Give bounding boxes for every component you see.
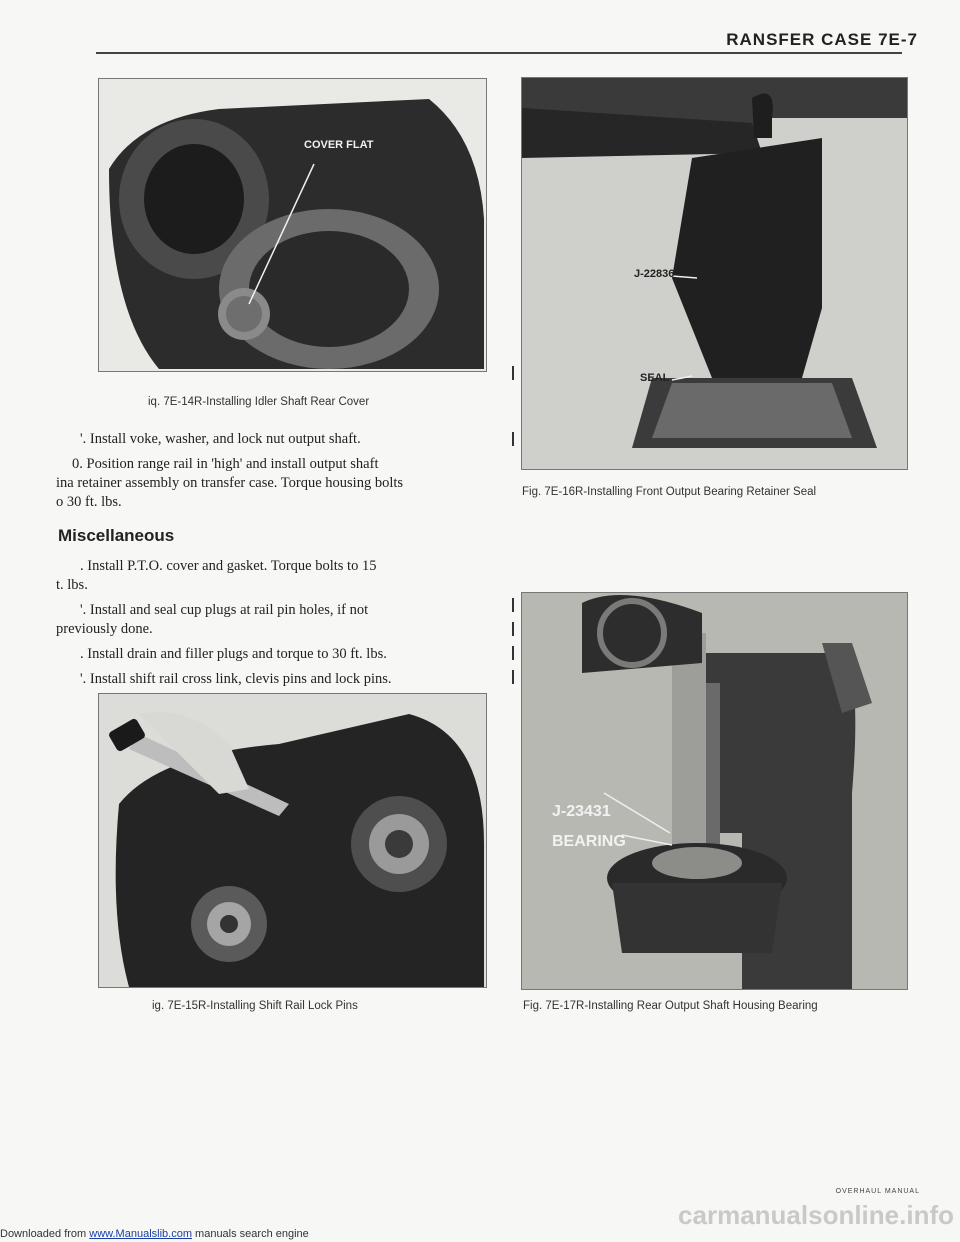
caption-fig16: Fig. 7E-16R-Installing Front Output Bear… — [522, 486, 817, 498]
download-footer: Downloaded from www.Manualslib.com manua… — [0, 1228, 309, 1240]
step-line: o 30 ft. lbs. — [56, 494, 122, 510]
manual-footer-label: OVERHAUL MANUAL — [835, 1188, 920, 1195]
figure-photo-front-seal: J-22836 SEAL — [521, 77, 908, 470]
page-header-title: RANSFER CASE 7E-7 — [726, 30, 918, 49]
step-line: . Install P.T.O. cover and gasket. Torqu… — [80, 558, 377, 574]
step-line: 0. Position range rail in 'high' and ins… — [72, 456, 379, 472]
step-line: t. lbs. — [56, 577, 88, 593]
figure-photo-shift-rail — [98, 693, 487, 988]
caption-fig15: ig. 7E-15R-Installing Shift Rail Lock Pi… — [152, 1000, 358, 1012]
figure-photo-idler-cover: COVER FLAT — [98, 78, 487, 372]
step-line: ina retainer assembly on transfer case. … — [56, 475, 404, 491]
footer-suffix: manuals search engine — [191, 1228, 309, 1240]
step-line: '. Install shift rail cross link, clevis… — [80, 671, 392, 687]
edge-mark — [512, 432, 514, 446]
edge-mark — [512, 598, 514, 612]
manualslib-link[interactable]: www.Manualslib.com — [89, 1228, 192, 1240]
label-seal: SEAL — [640, 372, 670, 384]
step-line: . Install drain and filler plugs and tor… — [80, 646, 387, 662]
label-tool-j22836: J-22836 — [634, 268, 675, 280]
label-tool-j23431: J-23431 — [552, 803, 611, 820]
label-cover-flat: COVER FLAT — [304, 139, 374, 151]
watermark: carmanualsonline.info — [678, 1200, 954, 1230]
caption-fig14: iq. 7E-14R-Installing Idler Shaft Rear C… — [148, 396, 370, 408]
figure-photo-rear-bearing: J-23431 BEARING — [521, 592, 908, 990]
edge-mark — [512, 670, 514, 684]
edge-mark — [512, 366, 514, 380]
caption-fig17: Fig. 7E-17R-Installing Rear Output Shaft… — [523, 1000, 818, 1012]
header-rule — [96, 52, 902, 54]
steps-miscellaneous: . Install P.T.O. cover and gasket. Torqu… — [56, 557, 486, 689]
step-line: '. Install and seal cup plugs at rail pi… — [80, 602, 369, 618]
step-line: previously done. — [56, 621, 153, 637]
section-heading-miscellaneous: Miscellaneous — [58, 526, 175, 545]
steps-assembly: '. Install voke, washer, and lock nut ou… — [56, 430, 486, 512]
footer-prefix: Downloaded from — [0, 1228, 90, 1240]
edge-mark — [512, 622, 514, 636]
step-line: '. Install voke, washer, and lock nut ou… — [80, 431, 361, 447]
edge-mark — [512, 646, 514, 660]
label-bearing: BEARING — [552, 833, 626, 850]
